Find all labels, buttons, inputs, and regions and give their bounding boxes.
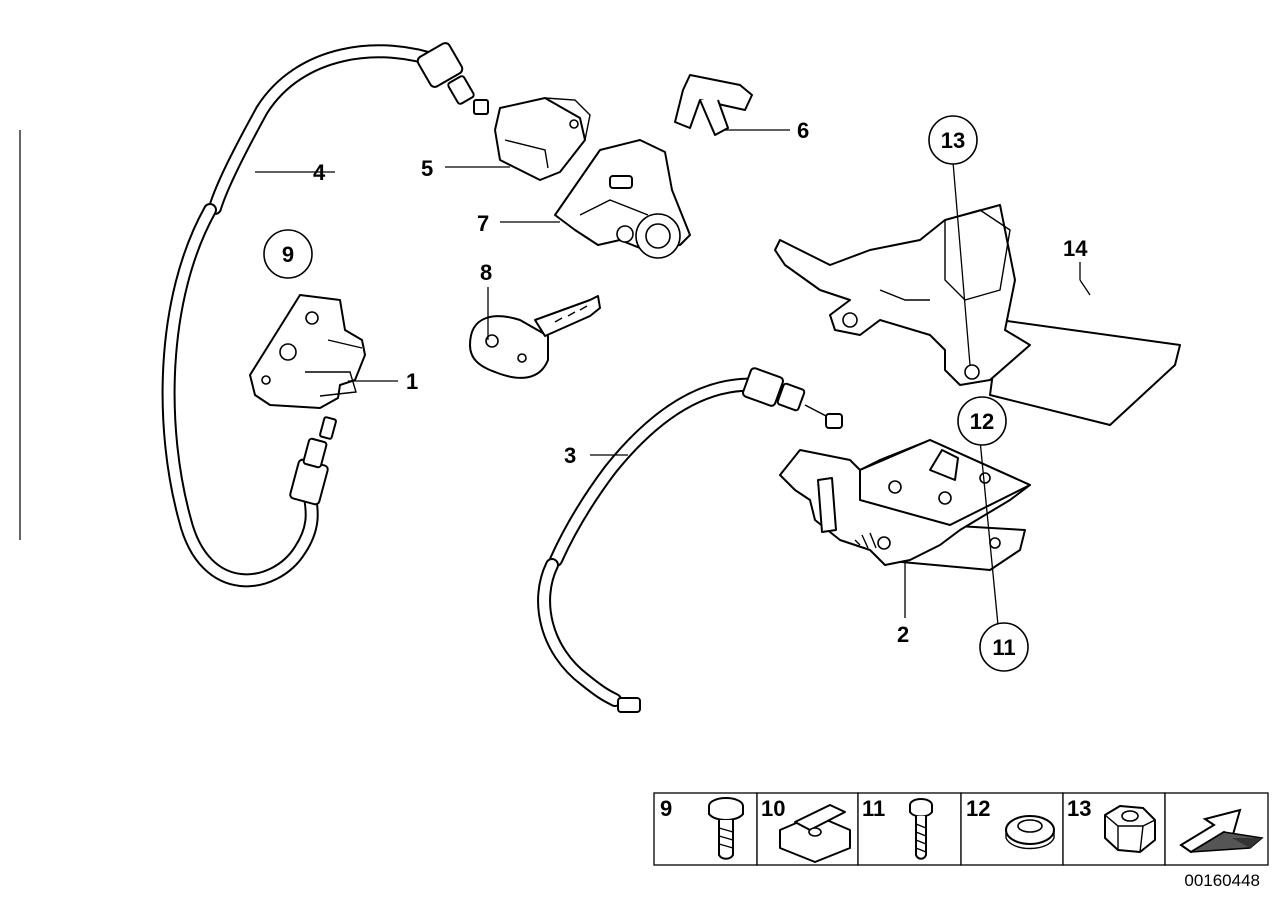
part-8-key <box>469 295 601 379</box>
callout-12: 12 <box>970 409 994 434</box>
callout-13: 13 <box>941 128 965 153</box>
callout-circle-11 <box>979 622 1029 672</box>
part-14-plate <box>774 204 1181 426</box>
callout-circle-9 <box>263 229 313 279</box>
callout-1: 1 <box>406 369 418 394</box>
screw-icon <box>909 798 933 860</box>
part-5-bracket <box>494 97 591 181</box>
legend-number-11: 11 <box>862 796 885 821</box>
diagram-id: 00160448 <box>1184 871 1260 890</box>
part-4-cable <box>161 42 489 588</box>
callout-11: 11 <box>992 635 1015 660</box>
callout-circle-13 <box>928 115 978 165</box>
part-2-latch <box>779 439 1031 571</box>
part-7-cylinder-housing <box>554 139 691 259</box>
part-1-lock <box>249 294 366 409</box>
washer-icon <box>1005 815 1055 850</box>
callout-6: 6 <box>797 118 809 143</box>
legend-number-9: 9 <box>660 796 672 821</box>
callout-7: 7 <box>477 211 489 236</box>
callout-14: 14 <box>1063 236 1088 261</box>
callout-2: 2 <box>897 622 909 647</box>
callout-8: 8 <box>480 260 492 285</box>
callout-5: 5 <box>421 156 433 181</box>
legend-number-10: 10 <box>761 796 785 821</box>
callout-circle-12 <box>957 396 1007 446</box>
part-3-cable <box>537 367 843 713</box>
hex-nut-icon <box>1104 805 1156 853</box>
parts-legend: 9 10 11 12 13 <box>653 792 1269 866</box>
callout-9: 9 <box>282 242 294 267</box>
callout-labels: 1 2 3 4 5 6 7 8 14 <box>313 118 1088 647</box>
direction-arrow-icon <box>1179 808 1264 854</box>
bolt-icon <box>708 797 744 860</box>
callout-4: 4 <box>313 160 326 185</box>
callout-3: 3 <box>564 443 576 468</box>
legend-number-12: 12 <box>966 796 990 821</box>
part-6-clip <box>674 74 753 136</box>
legend-number-13: 13 <box>1067 796 1091 821</box>
leader-lines <box>255 129 1091 626</box>
clip-nut-icon <box>779 804 851 863</box>
circled-callouts: 9 13 12 11 <box>263 115 1029 672</box>
